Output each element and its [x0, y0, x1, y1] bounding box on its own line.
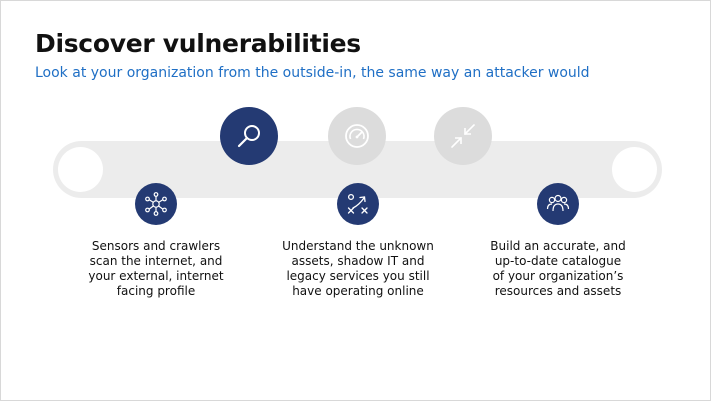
feature-line: Build an accurate, and: [490, 239, 626, 253]
people-group-icon: [546, 194, 570, 212]
magnifier-icon: [237, 125, 260, 148]
feature-text-understand: Understand the unknown assets, shadow IT…: [273, 239, 443, 299]
strategy-icon: [347, 193, 368, 214]
stage-reduce: [434, 107, 492, 165]
feature-line: up-to-date catalogue: [494, 254, 622, 268]
network-nodes-icon: [145, 192, 167, 216]
feature-line: legacy services you still: [286, 269, 430, 283]
feature-icon-sensors: [135, 183, 177, 225]
feature-icon-catalogue: [537, 183, 579, 225]
feature-line: assets, shadow IT and: [291, 254, 425, 268]
gauge-icon: [345, 124, 369, 148]
slide-title: Discover vulnerabilities: [35, 29, 361, 58]
feature-line: resources and assets: [494, 284, 622, 298]
track-end-left: [58, 147, 103, 192]
track-end-right: [612, 147, 657, 192]
feature-text-catalogue: Build an accurate, and up-to-date catalo…: [473, 239, 643, 299]
stage-discover: [220, 107, 278, 165]
feature-icon-understand: [337, 183, 379, 225]
compress-arrows-icon: [451, 124, 475, 148]
feature-line: of your organization’s: [492, 269, 624, 283]
feature-line: facing profile: [116, 284, 196, 298]
feature-line: have operating online: [292, 284, 424, 298]
feature-text-sensors: Sensors and crawlers scan the internet, …: [71, 239, 241, 299]
feature-line: Understand the unknown: [282, 239, 434, 253]
feature-line: Sensors and crawlers: [91, 239, 221, 253]
stage-assess: [328, 107, 386, 165]
feature-line: scan the internet, and: [89, 254, 223, 268]
feature-line: your external, internet: [88, 269, 224, 283]
slide-subtitle: Look at your organization from the outsi…: [35, 65, 590, 81]
